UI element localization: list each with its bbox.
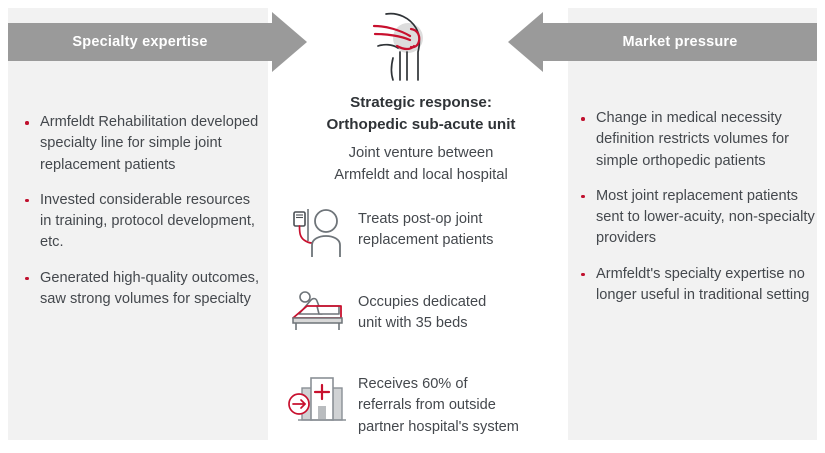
feature-text: Treats post-op joint replacement patient… [358,207,493,252]
list-item: Most joint replacement patients sent to … [578,186,816,250]
right-panel-background [568,8,817,440]
left-banner-label: Specialty expertise [72,34,208,50]
feature-text-line-1: Occupies dedicated [358,294,487,310]
feature-text-line-1: Receives 60% of [358,376,468,392]
list-item: Armfeldt Rehabilitation developed specia… [22,112,260,176]
market-pressure-arrow: Market pressure [508,12,817,72]
left-bullet-list: Armfeldt Rehabilitation developed specia… [22,112,260,324]
left-arrow-head-icon [272,12,307,72]
feature-text-line-3: partner hospital's system [358,418,519,435]
right-banner-label: Market pressure [622,34,738,50]
title-line-1: Strategic response: [350,94,492,111]
right-arrow-bar [543,23,817,61]
feature-text: Receives 60% of referrals from outside p… [358,372,519,438]
subtitle-line-1: Joint venture between [348,145,494,161]
subtitle-line-2: Armfeldt and local hospital [334,166,508,183]
center-column: Strategic response: Orthopedic sub-acute… [280,0,562,453]
list-item: Armfeldt's specialty expertise no longer… [578,264,816,307]
right-arrow-head-icon [508,12,543,72]
page-title: Strategic response: Orthopedic sub-acute… [280,92,562,136]
hospital-bed-patient-icon [280,290,358,332]
feature-text-line-1: Treats post-op joint [358,211,483,227]
list-item: Change in medical necessity definition r… [578,108,816,172]
specialty-expertise-arrow: Specialty expertise [8,12,307,72]
list-item: Invested considerable resources in train… [22,190,260,254]
hospital-referral-icon [280,372,358,424]
left-arrow-bar [8,23,272,61]
page-subtitle: Joint venture between Armfeldt and local… [280,143,562,187]
feature-row: Treats post-op joint replacement patient… [280,207,562,259]
feature-text-line-2: referrals from outside [358,397,496,414]
feature-row: Occupies dedicated unit with 35 beds [280,290,562,335]
feature-text-line-2: replacement patients [358,232,494,249]
knee-joint-icon [364,2,444,84]
feature-text-line-2: unit with 35 beds [358,315,468,332]
list-item: Generated high-quality outcomes, saw str… [22,268,260,311]
title-line-2: Orthopedic sub-acute unit [326,116,516,134]
iv-drip-patient-icon [280,207,358,259]
feature-row: Receives 60% of referrals from outside p… [280,372,562,438]
right-bullet-list: Change in medical necessity definition r… [578,108,816,320]
left-panel-background [8,8,268,440]
feature-text: Occupies dedicated unit with 35 beds [358,290,486,335]
